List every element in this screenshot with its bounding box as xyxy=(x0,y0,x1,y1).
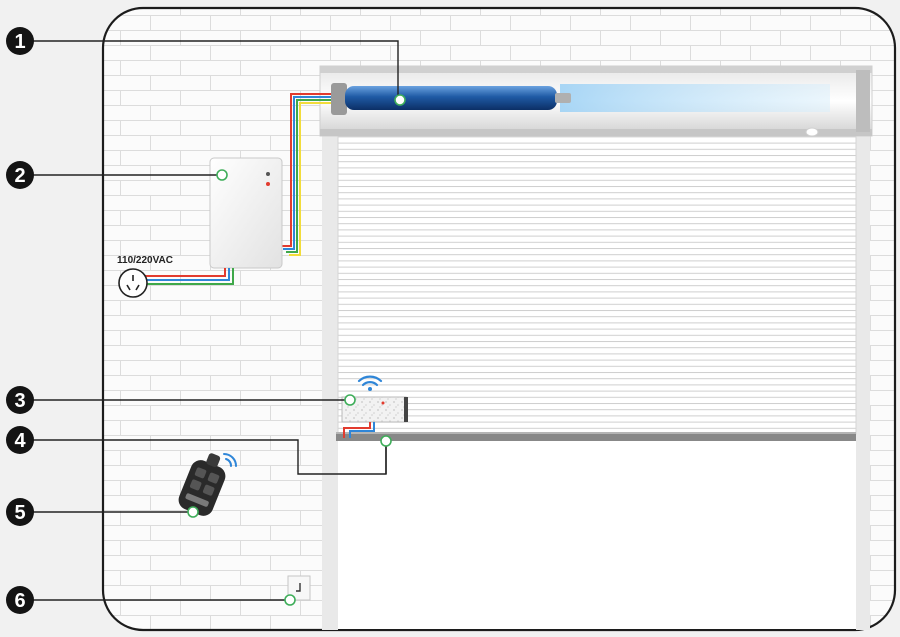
callout-number-3: 3 xyxy=(14,390,25,412)
remote-control xyxy=(178,453,226,516)
wall-switch xyxy=(287,575,311,601)
control-box xyxy=(209,157,283,269)
door-right-pillar xyxy=(856,110,870,630)
power-wires xyxy=(145,268,234,285)
leader-dot-5 xyxy=(187,506,199,518)
leader-dot-2 xyxy=(216,169,228,181)
callout-badge-4 xyxy=(6,426,34,454)
wifi-icon xyxy=(357,375,383,391)
callout-number-6: 6 xyxy=(14,590,25,612)
callout-number-1: 1 xyxy=(14,31,25,53)
shutter-curtain xyxy=(337,135,857,435)
callout-badge-3 xyxy=(6,386,34,414)
control-box-led-bottom xyxy=(266,182,270,186)
callout-number-5: 5 xyxy=(14,502,25,524)
leader-dot-6 xyxy=(284,594,296,606)
leader-lines xyxy=(33,40,399,601)
door-opening xyxy=(338,440,856,629)
control-box-led-top xyxy=(266,172,270,176)
voltage-label: 110/220VAC xyxy=(117,255,173,266)
headbox-glow xyxy=(560,84,830,112)
shutter-bottom-bar xyxy=(336,432,856,441)
callout-badges: 1 2 3 4 5 6 xyxy=(6,27,34,614)
remote-wifi-icon xyxy=(223,453,237,467)
callout-number-4: 4 xyxy=(14,430,26,452)
leader-dot-3 xyxy=(344,394,356,406)
door-left-pillar xyxy=(322,110,338,630)
leader-dot-4 xyxy=(380,435,392,447)
callout-badge-2 xyxy=(6,161,34,189)
leader-dots xyxy=(187,94,406,606)
callout-number-2: 2 xyxy=(14,165,25,187)
power-outlet-icon xyxy=(118,268,148,298)
transmitter-wires xyxy=(343,422,375,438)
callout-badge-1 xyxy=(6,27,34,55)
callout-badge-6 xyxy=(6,586,34,614)
leader-dot-1 xyxy=(394,94,406,106)
motor-wires xyxy=(280,93,331,256)
callout-badge-5 xyxy=(6,498,34,526)
